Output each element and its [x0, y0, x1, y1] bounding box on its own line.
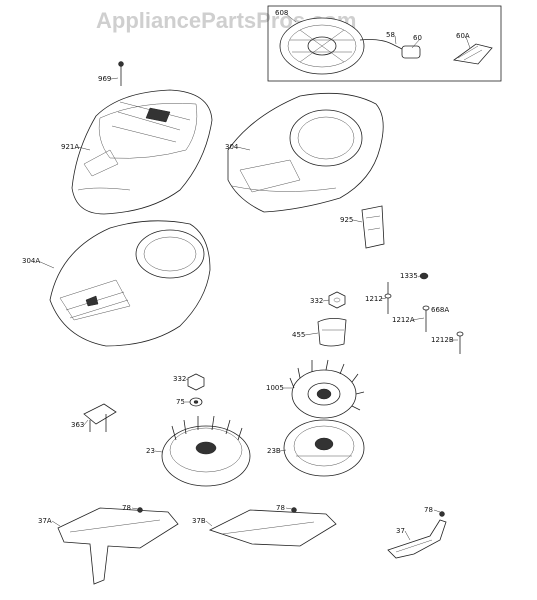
blower-housing-304a-drawing [49, 220, 211, 347]
label-304a: 304A [22, 257, 40, 265]
nut-332-lower-drawing [187, 373, 205, 391]
label-921a: 921A [61, 143, 79, 151]
bracket-925-drawing [361, 205, 385, 249]
stud-668a-drawing [422, 305, 430, 332]
label-363: 363 [71, 421, 84, 429]
handle-bracket-60a [452, 43, 493, 65]
air-vane-37-drawing [387, 511, 447, 559]
air-vane-37b-drawing [208, 507, 337, 547]
label-75: 75 [176, 398, 185, 406]
flywheel-23b-drawing [283, 419, 365, 477]
label-60: 60 [413, 34, 422, 42]
label-1335: 1335 [400, 272, 418, 280]
cup-455-drawing [317, 318, 347, 347]
stud-1212-drawing [384, 282, 392, 314]
label-78-middle: 78 [276, 504, 285, 512]
label-925: 925 [340, 216, 353, 224]
nut-332-upper-drawing [328, 291, 346, 309]
label-37: 37 [396, 527, 405, 535]
recoil-starter-box [267, 5, 502, 82]
label-1005: 1005 [266, 384, 284, 392]
starter-handle [401, 45, 421, 59]
recoil-starter-group [267, 5, 502, 82]
label-78-left: 78 [122, 504, 131, 512]
label-23: 23 [146, 447, 155, 455]
label-332-lower: 332 [173, 375, 186, 383]
label-455: 455 [292, 331, 305, 339]
stud-1212b-drawing [456, 331, 464, 354]
label-304: 304 [225, 143, 239, 151]
label-969: 969 [98, 75, 111, 83]
label-1212: 1212 [365, 295, 383, 303]
label-608: 608 [275, 9, 288, 17]
label-23b: 23B [267, 447, 281, 455]
label-332-upper: 332 [310, 297, 323, 305]
label-1212b: 1212B [431, 336, 454, 344]
label-78-right: 78 [424, 506, 433, 514]
label-37a: 37A [38, 517, 52, 525]
leader-lines [37, 13, 471, 541]
flywheel-23-drawing [161, 415, 251, 487]
blower-housing-304-drawing [227, 92, 384, 213]
label-37b: 37B [192, 517, 206, 525]
label-668a: 668A [431, 306, 449, 314]
nut-1335-drawing [419, 272, 429, 280]
screw-969-drawing [118, 61, 124, 86]
label-60a: 60A [456, 32, 470, 40]
blower-housing-921a-drawing [71, 89, 213, 215]
flywheel-1005-drawing [289, 359, 365, 419]
recoil-starter-drawing [279, 17, 493, 75]
washer-75-drawing [189, 397, 203, 407]
label-1212a: 1212A [392, 316, 415, 324]
label-58: 58 [386, 31, 395, 39]
ignition-363-drawing [83, 403, 117, 432]
air-vane-37a-drawing [57, 507, 179, 585]
